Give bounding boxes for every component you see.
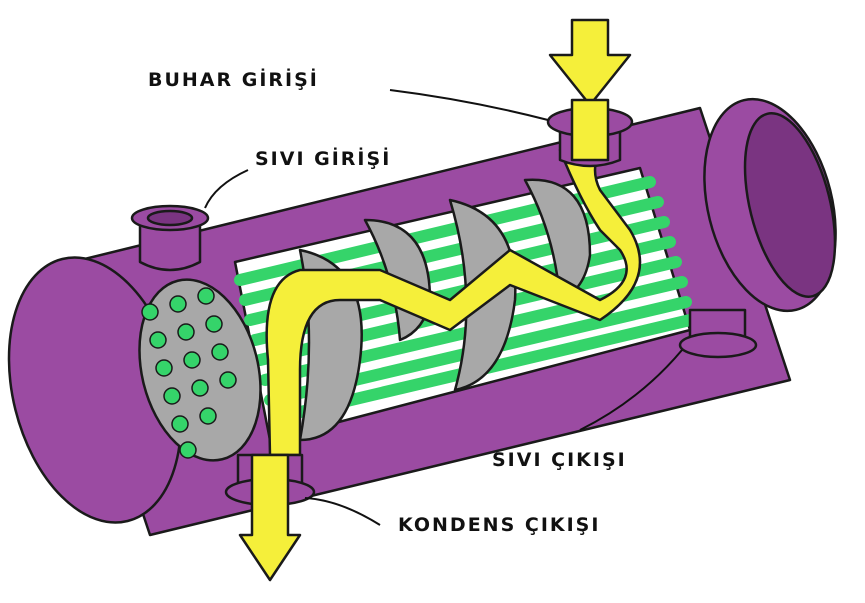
tube-sheet-holes [141,287,237,459]
tube-hole [211,343,229,361]
condensate-outlet-arrow [238,453,302,582]
liquid-inlet-opening [146,209,194,227]
liquid-outlet-label: SIVI ÇIKIŞI [492,449,627,471]
tube-hole [149,331,167,349]
liquid-inlet-pipe [138,218,202,272]
tube-hole [177,323,195,341]
liquid-outlet-flange [678,331,758,359]
tube-hole [199,407,217,425]
condensate-outlet-label: KONDENS ÇIKIŞI [398,514,600,536]
tube-hole [197,287,215,305]
liquid-outlet-leader [579,349,683,431]
tube-hole [183,351,201,369]
tube-hole [155,359,173,377]
tube-hole [205,315,223,333]
liquid-outlet-nozzle [678,308,758,359]
tube-hole [219,371,237,389]
tube-hole [171,415,189,433]
shell-right-cap-face [743,112,837,298]
tube-hole [191,379,209,397]
liquid-inlet-nozzle [130,204,210,272]
baffle [523,178,592,302]
condensate-outlet-leader [304,497,381,526]
tube-hole [141,303,159,321]
liquid-inlet-leader [204,169,249,209]
tube-hole [179,441,197,459]
cutaway-interior [233,148,696,457]
steam-inlet-leader [389,89,549,121]
steam-inlet-arrow-stem [570,98,610,162]
tube-sheet-plate [138,278,262,462]
steam-inlet-arrow [548,18,632,107]
steam-inlet-label: BUHAR GİRİŞİ [148,67,319,91]
tube-hole [169,295,187,313]
tube-sheet [138,278,262,462]
tube-hole [163,387,181,405]
liquid-inlet-label: SIVI GİRİŞİ [255,146,391,170]
